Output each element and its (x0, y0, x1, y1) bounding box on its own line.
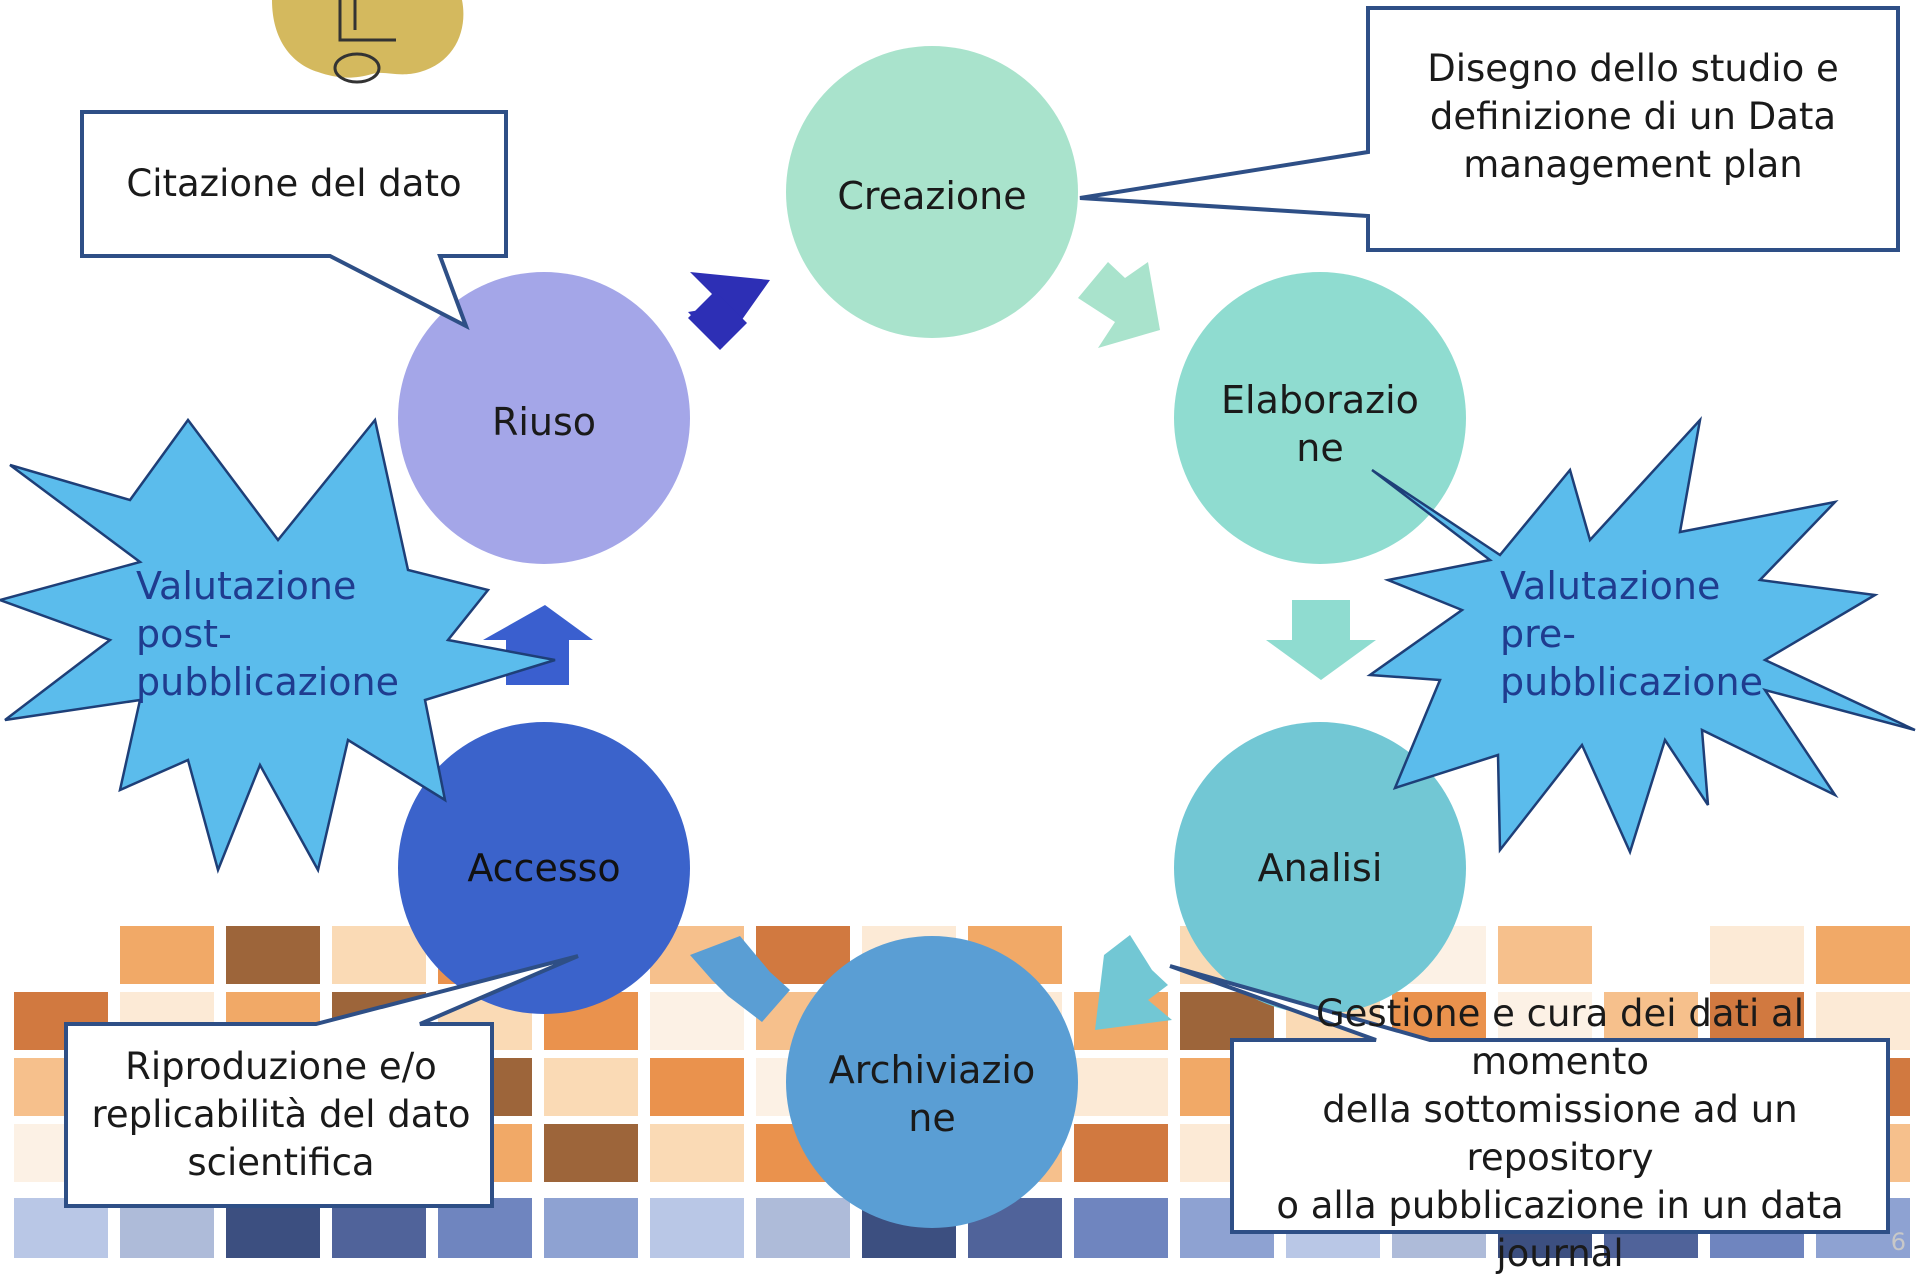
callout-text-creazione: Disegno dello studio e definizione di un… (1427, 47, 1839, 186)
callout-box-archiviazione (1169, 964, 1890, 1234)
background-bar (120, 926, 214, 984)
slide-number: 6 (1890, 1228, 1906, 1256)
arrow-riuso-to-creazione-body (688, 291, 747, 350)
callout-box-accesso (64, 954, 579, 1208)
background-bar (1710, 926, 1804, 984)
background-bar (650, 1198, 744, 1258)
background-bar (544, 1198, 638, 1258)
callout-text-riuso: Citazione del dato (126, 162, 462, 205)
stage-circles (398, 46, 1466, 1228)
question-mark-icon (272, 0, 464, 84)
stage-circle-riuso (398, 272, 690, 564)
background-bar (756, 1198, 850, 1258)
stage-circle-elaborazione (1174, 272, 1466, 564)
background-bar (544, 1058, 638, 1116)
background-bar (332, 926, 426, 984)
background-bar (1074, 1058, 1168, 1116)
background-bar (650, 992, 744, 1050)
arrow-archiviazione-to-accesso (690, 936, 790, 1022)
stage-label-analisi: Analisi (1257, 846, 1383, 890)
stage-circle-creazione (786, 46, 1078, 338)
star-burst-left (0, 417, 556, 874)
arrow-elaborazione-to-analisi (1266, 600, 1376, 680)
stage-circle-archiviazione (786, 936, 1078, 1228)
stage-label-accesso: Accesso (467, 846, 621, 890)
callout-text-archiviazione: Gestione e cura dei dati al momento dell… (1276, 992, 1844, 1275)
stage-label-archiviazione: Archiviazio ne (828, 1048, 1036, 1140)
background-bar (650, 1058, 744, 1116)
background-bar (650, 1124, 744, 1182)
background-bar (1816, 926, 1910, 984)
arrow-creazione-to-elaborazione (1078, 262, 1160, 348)
star-burst-right (1366, 415, 1916, 856)
background-bar (1074, 1124, 1168, 1182)
stage-circle-accesso (398, 722, 690, 1014)
background-bar (1498, 926, 1592, 984)
callout-text-accesso: Riproduzione e/o replicabilità del dato … (91, 1045, 471, 1184)
callout-shapes (64, 6, 1900, 1234)
star-text-right: Valutazione pre- pubblicazione (1500, 564, 1763, 704)
stage-label-creazione: Creazione (837, 174, 1027, 218)
stage-label-elaborazione: Elaborazio ne (1221, 378, 1419, 470)
background-bar (226, 926, 320, 984)
callout-box-creazione (1079, 6, 1900, 252)
background-bar (1074, 1198, 1168, 1258)
stage-circle-analisi (1174, 722, 1466, 1014)
stage-label-riuso: Riuso (491, 400, 597, 444)
cycle-arrows (483, 262, 1376, 1030)
star-text-left: Valutazione post- pubblicazione (136, 564, 399, 704)
arrow-analisi-to-archiviazione (1095, 935, 1172, 1030)
callout-box-riuso (80, 110, 508, 331)
background-bar (544, 1124, 638, 1182)
